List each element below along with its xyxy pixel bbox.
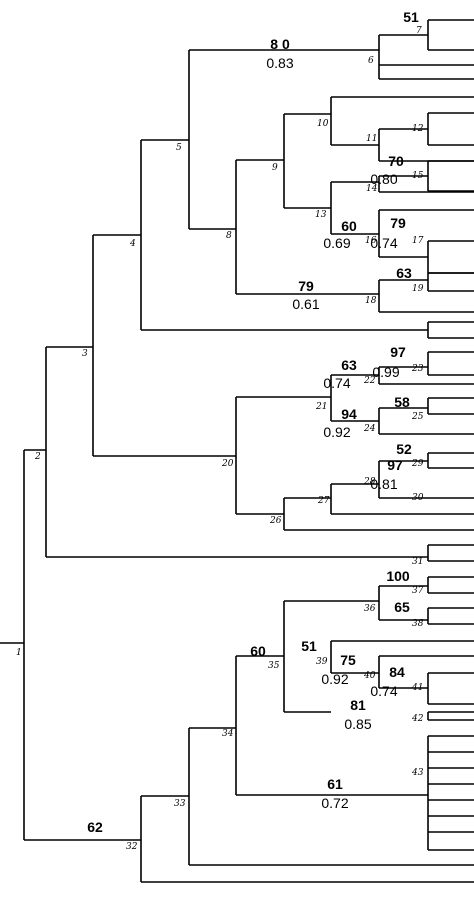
bootstrap-value: 84 bbox=[389, 664, 405, 680]
node-id-label: 36 bbox=[364, 604, 376, 614]
node-id-label: 13 bbox=[315, 210, 327, 220]
node-id-label: 34 bbox=[222, 729, 234, 739]
node-id-label: 35 bbox=[268, 661, 280, 671]
bootstrap-value: 61 bbox=[327, 776, 343, 792]
bootstrap-value: 100 bbox=[386, 568, 410, 584]
node-id-label: 23 bbox=[411, 364, 424, 374]
bootstrap-value: 97 bbox=[387, 457, 403, 473]
node-id-label: 26 bbox=[269, 516, 282, 526]
node-id-label: 10 bbox=[317, 119, 329, 129]
node-id-label: 24 bbox=[363, 424, 376, 434]
bootstrap-value: 94 bbox=[341, 406, 357, 422]
node-id-label: 1 bbox=[16, 648, 22, 658]
node-id-label: 15 bbox=[412, 171, 424, 181]
node-id-label: 38 bbox=[412, 619, 424, 629]
node-id-label: 41 bbox=[411, 683, 423, 693]
node-id-label: 43 bbox=[411, 768, 424, 778]
node-id-label: 9 bbox=[272, 163, 278, 173]
node-id-label: 39 bbox=[316, 657, 328, 667]
node-id-label: 6 bbox=[368, 56, 374, 66]
node-id-label: 7 bbox=[416, 26, 422, 36]
posterior-value: 0.92 bbox=[323, 424, 350, 440]
bootstrap-value: 79 bbox=[390, 215, 406, 231]
bootstrap-value: 58 bbox=[394, 394, 410, 410]
node-id-label: 21 bbox=[315, 402, 327, 412]
posterior-value: 0.72 bbox=[321, 795, 348, 811]
posterior-value: 0.74 bbox=[370, 683, 397, 699]
node-id-label: 22 bbox=[363, 376, 376, 386]
node-id-label: 30 bbox=[412, 493, 424, 503]
bootstrap-value: 75 bbox=[340, 652, 356, 668]
posterior-value: 0.80 bbox=[370, 171, 397, 187]
bootstrap-value: 51 bbox=[403, 9, 419, 25]
posterior-value: 0.92 bbox=[321, 671, 348, 687]
posterior-value: 0.85 bbox=[344, 716, 371, 732]
bootstrap-value: 63 bbox=[341, 357, 357, 373]
node-id-label: 42 bbox=[411, 714, 424, 724]
node-id-label: 25 bbox=[411, 412, 424, 422]
node-id-label: 33 bbox=[174, 799, 186, 809]
bootstrap-value: 65 bbox=[394, 599, 410, 615]
node-id-label: 5 bbox=[176, 143, 182, 153]
node-id-label: 11 bbox=[366, 134, 377, 144]
node-id-label: 4 bbox=[129, 239, 136, 249]
node-id-label: 18 bbox=[365, 296, 377, 306]
node-id-label: 19 bbox=[412, 284, 424, 294]
bootstrap-value: 81 bbox=[350, 697, 366, 713]
bootstrap-value: 62 bbox=[87, 819, 103, 835]
bootstrap-value: 52 bbox=[396, 441, 412, 457]
node-id-label: 16 bbox=[365, 236, 377, 246]
node-id-label: 37 bbox=[412, 586, 424, 596]
bootstrap-value: 60 bbox=[341, 218, 357, 234]
posterior-value: 0.81 bbox=[370, 476, 397, 492]
posterior-value: 0.74 bbox=[370, 235, 397, 251]
bootstrap-value: 8 0 bbox=[270, 36, 290, 52]
tree-branches bbox=[0, 19, 474, 883]
bootstrap-value: 79 bbox=[298, 278, 314, 294]
node-id-label: 2 bbox=[34, 452, 41, 462]
node-id-label: 40 bbox=[363, 671, 376, 681]
bootstrap-value: 63 bbox=[396, 265, 412, 281]
node-id-label: 31 bbox=[412, 557, 423, 567]
bootstrap-value: 60 bbox=[250, 643, 266, 659]
node-id-label: 20 bbox=[221, 459, 234, 469]
node-id-label: 8 bbox=[226, 231, 232, 241]
posterior-value: 0.83 bbox=[266, 55, 293, 71]
posterior-value: 0.99 bbox=[372, 364, 399, 380]
posterior-value: 0.61 bbox=[292, 296, 319, 312]
node-id-label: 28 bbox=[363, 477, 376, 487]
node-id-label: 27 bbox=[317, 496, 330, 506]
node-id-label: 17 bbox=[412, 236, 424, 246]
node-id-label: 12 bbox=[412, 124, 424, 134]
bootstrap-value: 97 bbox=[390, 344, 406, 360]
posterior-value: 0.74 bbox=[323, 375, 350, 391]
node-id-label: 29 bbox=[411, 459, 424, 469]
node-id-label: 14 bbox=[366, 184, 378, 194]
node-id-label: 32 bbox=[126, 842, 138, 852]
bootstrap-value: 51 bbox=[301, 638, 317, 654]
node-id-label: 3 bbox=[82, 349, 88, 359]
bootstrap-value: 70 bbox=[388, 153, 404, 169]
posterior-value: 0.69 bbox=[323, 235, 350, 251]
